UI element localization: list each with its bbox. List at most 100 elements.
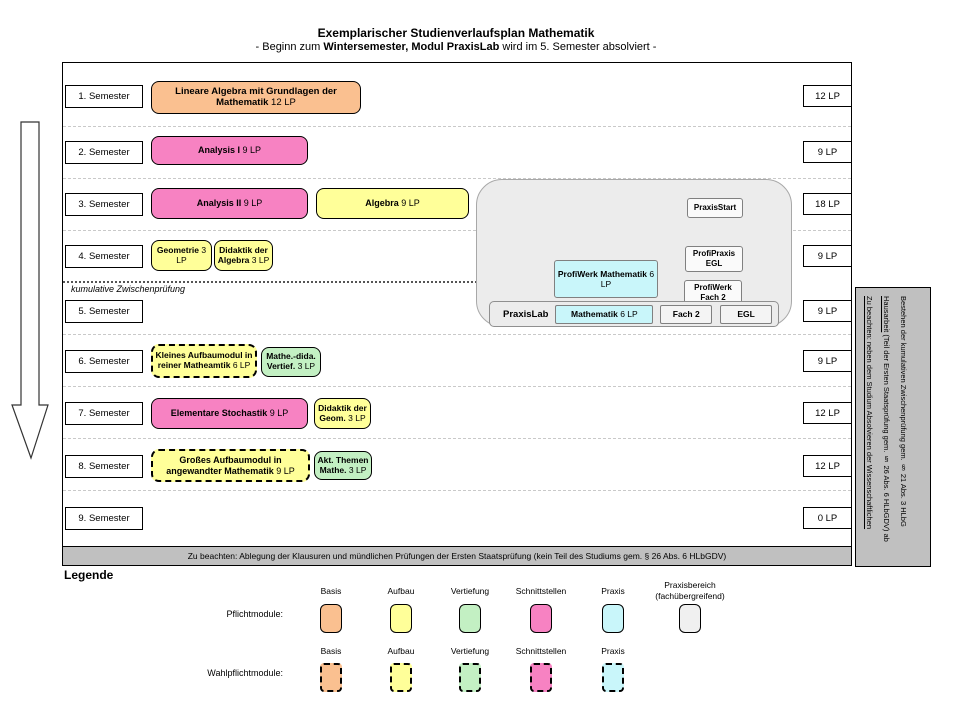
module-name: Algebra: [365, 198, 399, 209]
lp-total-2: 9 LP: [803, 141, 852, 163]
zwischenpruefung-dotted-line: [63, 281, 477, 283]
praxisstart-box: PraxisStart: [687, 198, 743, 218]
semester-label-5: 5. Semester: [65, 300, 143, 323]
page-title: Exemplarischer Studienverlaufsplan Mathe…: [317, 26, 595, 40]
module-didaktik-geometrie: Didaktik der Geom. 3 LP: [314, 398, 371, 429]
swatch-pflicht-aufbau: [390, 604, 412, 633]
module-lp: 6 LP: [600, 268, 655, 289]
module-lp: 6 LP: [232, 360, 251, 370]
module-lp: 3 LP: [348, 412, 366, 423]
module-name: Didaktik der Algebra: [217, 244, 268, 265]
profipraxis-egl-box: ProfiPraxis EGL: [685, 246, 743, 272]
lp-total-9: 0 LP: [803, 507, 852, 529]
legend-title: Legende: [64, 568, 114, 582]
module-lp: 9 LP: [276, 465, 295, 476]
module-name: Kleines Aufbaumodul in reiner Matheamtik: [155, 350, 253, 370]
legend-col2-vertiefung: Vertiefung: [450, 646, 490, 656]
module-lp: 9 LP: [401, 198, 420, 209]
semester-label-7: 7. Semester: [65, 402, 143, 425]
module-lp: 3 LP: [297, 361, 316, 371]
legend-col2-praxis: Praxis: [601, 646, 625, 656]
praxislab-mathematik-box: Mathematik 6 LP: [555, 304, 654, 324]
legend-col2-aufbau: Aufbau: [387, 646, 415, 656]
timeline-down-arrow-icon: [11, 121, 49, 460]
lp-total-1: 12 LP: [803, 85, 852, 107]
page-subtitle: - Beginn zum Wintersemester, Modul Praxi…: [60, 41, 852, 53]
lp-total-3: 18 LP: [803, 193, 852, 215]
module-name: Mathematik: [571, 309, 618, 319]
semester-label-2: 2. Semester: [65, 141, 143, 164]
module-lineare-algebra: Lineare Algebra mit Grundlagen der Mathe…: [151, 81, 361, 114]
subtitle-pre: - Beginn zum: [255, 41, 324, 53]
module-lp: 6 LP: [620, 309, 638, 319]
module-kleines-aufbaumodul: Kleines Aufbaumodul in reiner Matheamtik…: [151, 344, 257, 378]
module-analysis-2: Analysis II 9 LP: [151, 188, 308, 219]
legend-col-vertiefung: Vertiefung: [450, 586, 490, 596]
subtitle-bold: Wintersemester, Modul PraxisLab: [323, 41, 500, 53]
semester-label-8: 8. Semester: [65, 455, 143, 478]
bottom-note-bar: Zu beachten: Ablegung der Klausuren und …: [63, 546, 851, 565]
lp-total-5: 9 LP: [803, 300, 852, 322]
side-note-rest: (Teil der Ersten Staatsprüfung gem. § 26…: [882, 296, 908, 542]
swatch-pflicht-praxis: [602, 604, 624, 633]
row-separator: [63, 438, 851, 439]
module-name: Mathe.-dida. Vertief.: [266, 351, 316, 371]
lp-total-6: 9 LP: [803, 350, 852, 372]
module-didaktik-algebra: Didaktik der Algebra 3 LP: [214, 240, 273, 271]
swatch-wahl-aufbau: [390, 663, 412, 692]
semester-label-4: 4. Semester: [65, 245, 143, 268]
swatch-wahl-basis: [320, 663, 342, 692]
legend-col-basis: Basis: [320, 586, 342, 596]
semester-label-3: 3. Semester: [65, 193, 143, 216]
lp-total-4: 9 LP: [803, 245, 852, 267]
legend-col-aufbau: Aufbau: [387, 586, 415, 596]
legend-col2-schnittstellen: Schnittstellen: [515, 646, 567, 656]
module-name: Elementare Stochastik: [170, 408, 268, 419]
row-separator: [63, 386, 851, 387]
praxislab-fach2-box: Fach 2: [660, 304, 713, 324]
swatch-pflicht-praxisbereich: [679, 604, 701, 633]
side-note-underlined: Zu beachten: neben dem Studium Absolvier…: [865, 296, 891, 530]
module-name: Didaktik der Geom.: [318, 402, 367, 423]
praxislab-label: PraxisLab: [503, 308, 549, 320]
swatch-wahl-schnittstellen: [530, 663, 552, 692]
module-name: ProfiWerk Mathematik: [557, 268, 647, 279]
legend-col2-basis: Basis: [320, 646, 342, 656]
swatch-wahl-praxis: [602, 663, 624, 692]
module-elementare-stochastik: Elementare Stochastik 9 LP: [151, 398, 308, 429]
module-geometrie: Geometrie 3 LP: [151, 240, 212, 271]
swatch-wahl-vertiefung: [459, 663, 481, 692]
module-mathe-dida-vertiefung: Mathe.-dida. Vertief. 3 LP: [261, 347, 321, 377]
legend-col-praxisbereich: Praxisbereich (fachübergreifend): [630, 580, 750, 602]
semester-label-9: 9. Semester: [65, 507, 143, 530]
module-name: Großes Aufbaumodul in angewandter Mathem…: [166, 455, 282, 476]
praxislab-egl-box: EGL: [720, 304, 772, 324]
row-separator: [63, 490, 851, 491]
module-lp: 3 LP: [348, 464, 367, 475]
module-name: Akt. Themen Mathe.: [317, 454, 369, 475]
lp-total-7: 12 LP: [803, 402, 852, 424]
zwischenpruefung-label: kumulative Zwischenprüfung: [71, 284, 186, 294]
swatch-pflicht-vertiefung: [459, 604, 481, 633]
legend-col-praxis: Praxis: [601, 586, 625, 596]
semester-label-6: 6. Semester: [65, 350, 143, 373]
praxislab-bubble: PraxisStart ProfiPraxis EGL ProfiWerk Fa…: [476, 179, 792, 327]
wahlpflichtmodule-label: Wahlpflichtmodule:: [207, 668, 283, 678]
module-name: Analysis I: [197, 145, 240, 156]
module-name: Analysis II: [196, 198, 242, 209]
module-lp: 3 LP: [176, 244, 207, 265]
module-algebra: Algebra 9 LP: [316, 188, 469, 219]
praxislab-bar: PraxisLab Mathematik 6 LP Fach 2 EGL: [489, 301, 779, 327]
swatch-pflicht-basis: [320, 604, 342, 633]
semester-label-1: 1. Semester: [65, 85, 143, 108]
module-aktuelle-themen: Akt. Themen Mathe. 3 LP: [314, 451, 372, 480]
module-lp: 12 LP: [271, 96, 296, 108]
row-separator: [63, 126, 851, 127]
module-name: Lineare Algebra mit Grundlagen der Mathe…: [175, 85, 337, 108]
module-lp: 9 LP: [242, 145, 262, 156]
swatch-pflicht-schnittstellen: [530, 604, 552, 633]
lp-total-8: 12 LP: [803, 455, 852, 477]
module-name: Geometrie: [156, 244, 199, 255]
row-separator: [63, 178, 851, 179]
